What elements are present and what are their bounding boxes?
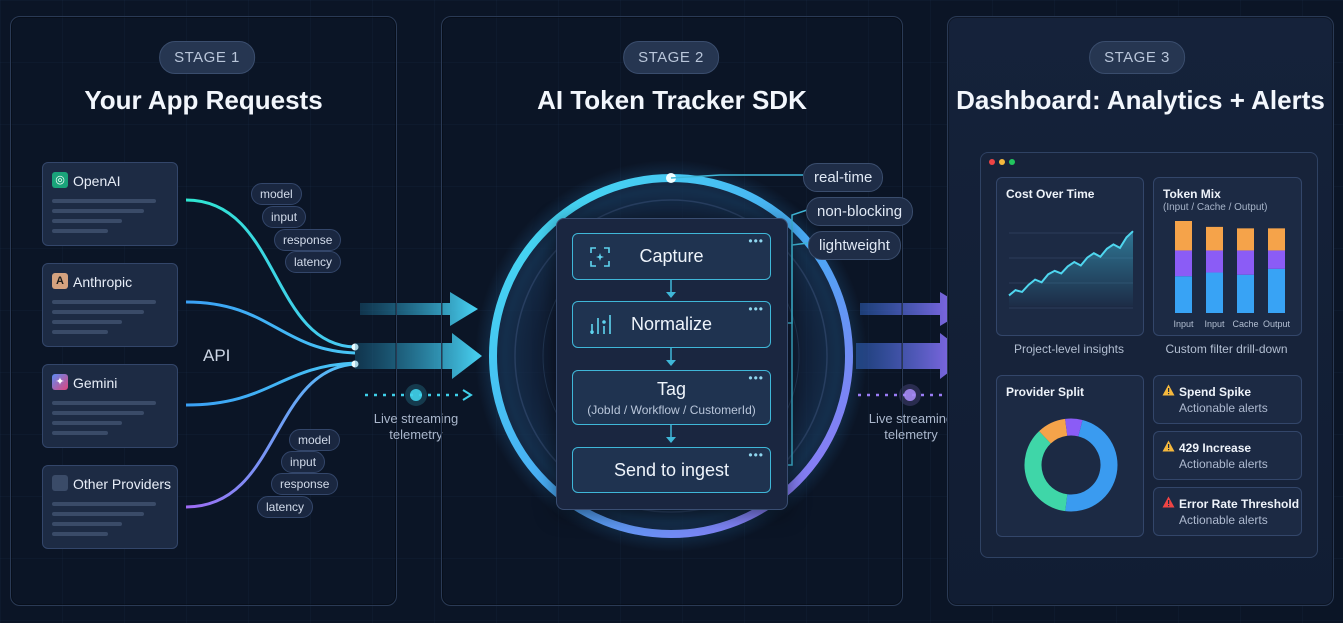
token-mix-tick-label: Cache: [1232, 319, 1258, 329]
warning-icon: [1162, 440, 1175, 452]
normalize-icon: [587, 312, 613, 343]
alert-subtitle: Actionable alerts: [1179, 401, 1268, 415]
token-mix-subtitle: (Input / Cache / Output): [1163, 202, 1268, 213]
provider-split-chart: [1024, 418, 1118, 512]
token-mix-bar-output: [1268, 228, 1285, 251]
provider-name: OpenAI: [73, 173, 121, 189]
error-icon: [1162, 496, 1175, 508]
alert-error-rate-threshold[interactable]: Error Rate Threshold Actionable alerts: [1153, 487, 1302, 536]
token-mix-chart: Input Input Cache Output: [1173, 221, 1291, 329]
token-mix-bar-input: [1175, 276, 1192, 313]
provider-name: Anthropic: [73, 274, 133, 290]
openai-icon: ◎: [52, 172, 68, 188]
arrow-down-icon: [666, 424, 676, 443]
field-pill-response: response: [271, 473, 339, 495]
provider-split-slice: [1065, 418, 1083, 437]
provider-split-slice: [1039, 418, 1068, 444]
provider-name: Other Providers: [73, 476, 172, 492]
step-normalize: Normalize •••: [572, 301, 771, 348]
token-mix-bar-cache: [1237, 250, 1254, 275]
stage-2-title: AI Token Tracker SDK: [537, 85, 807, 115]
token-mix-caption: Custom filter drill-down: [1165, 342, 1288, 356]
stage-1-badge: STAGE 1: [159, 41, 255, 74]
alert-title: 429 Increase: [1179, 441, 1252, 455]
token-mix-title: Token Mix: [1163, 187, 1221, 201]
provider-card-openai: ◎ OpenAI: [42, 162, 178, 246]
alert-title: Spend Spike: [1179, 385, 1252, 399]
window-minimize-dot: [999, 159, 1005, 165]
stage-1-title: Your App Requests: [84, 85, 323, 115]
token-mix-bar-cache: [1175, 250, 1192, 277]
capture-icon: [589, 246, 611, 273]
step-tag: Tag (JobId / Workflow / CustomerId) •••: [572, 370, 771, 425]
provider-card-gemini: ✦ Gemini: [42, 364, 178, 448]
cost-card-caption: Project-level insights: [1013, 342, 1125, 356]
window-close-dot: [989, 159, 995, 165]
cost-card-title: Cost Over Time: [1006, 187, 1095, 201]
field-pill-input: input: [281, 451, 326, 473]
tag-real-time: real-time: [803, 163, 884, 192]
token-mix-bar-input: [1206, 272, 1223, 313]
token-mix-bar-output: [1237, 228, 1254, 251]
field-pill-model: model: [251, 183, 302, 205]
step-send-to-ingest: Send to ingest •••: [572, 447, 771, 493]
cost-over-time-chart: [1008, 230, 1134, 309]
alert-spend-spike[interactable]: Spend Spike Actionable alerts: [1153, 375, 1302, 424]
provider-card-other: Other Providers: [42, 465, 178, 549]
cost-over-time-card: Cost Over Time: [996, 177, 1144, 336]
field-pill-model: model: [289, 429, 340, 451]
token-mix-bar-output: [1206, 226, 1223, 251]
token-mix-bar-input: [1268, 268, 1285, 313]
generic-provider-icon: [52, 475, 68, 491]
provider-split-card: Provider Split: [996, 375, 1144, 537]
cost-area: [1009, 231, 1133, 306]
token-mix-card: Token Mix (Input / Cache / Output) Input…: [1153, 177, 1302, 336]
telemetry-label-right: Live streaming telemetry: [868, 411, 954, 442]
alert-title: Error Rate Threshold: [1179, 497, 1300, 511]
field-pill-latency: latency: [257, 496, 314, 518]
warning-icon: [1162, 384, 1175, 396]
token-mix-bar-cache: [1268, 250, 1285, 269]
stage-1-panel: STAGE 1 Your App Requests: [10, 16, 397, 606]
cost-line: [1008, 230, 1134, 297]
token-mix-tick-label: Output: [1263, 319, 1291, 329]
alert-429-increase[interactable]: 429 Increase Actionable alerts: [1153, 431, 1302, 480]
provider-split-slice: [1065, 419, 1118, 512]
window-maximize-dot: [1009, 159, 1015, 165]
alert-subtitle: Actionable alerts: [1179, 457, 1268, 471]
arrow-down-icon: [666, 347, 676, 366]
api-label: API: [203, 346, 231, 365]
token-mix-tick-label: Input: [1204, 319, 1225, 329]
gemini-icon: ✦: [52, 374, 68, 390]
provider-name: Gemini: [73, 375, 118, 391]
field-pill-response: response: [274, 229, 342, 251]
field-pill-input: input: [262, 206, 307, 228]
stage-2-panel: STAGE 2 AI Token Tracker SDK: [441, 16, 903, 606]
stage-2-badge: STAGE 2: [623, 41, 719, 74]
telemetry-label-left: Live streaming telemetry: [373, 411, 459, 442]
tag-lightweight: lightweight: [808, 231, 901, 260]
token-mix-bar-cache: [1206, 250, 1223, 273]
token-mix-bar-output: [1175, 221, 1192, 251]
token-mix-tick-label: Input: [1173, 319, 1194, 329]
anthropic-icon: A: [52, 273, 68, 289]
stage-3-title: Dashboard: Analytics + Alerts: [956, 85, 1325, 115]
alert-subtitle: Actionable alerts: [1179, 513, 1268, 527]
tag-non-blocking: non-blocking: [806, 197, 914, 226]
step-capture: Capture •••: [572, 233, 771, 280]
token-mix-bar-input: [1237, 274, 1254, 313]
field-pill-latency: latency: [285, 251, 342, 273]
provider-split-slice: [1024, 431, 1068, 512]
provider-split-title: Provider Split: [1006, 385, 1085, 399]
stage-3-badge: STAGE 3: [1089, 41, 1185, 74]
provider-card-anthropic: A Anthropic: [42, 263, 178, 347]
arrow-down-icon: [666, 279, 676, 298]
